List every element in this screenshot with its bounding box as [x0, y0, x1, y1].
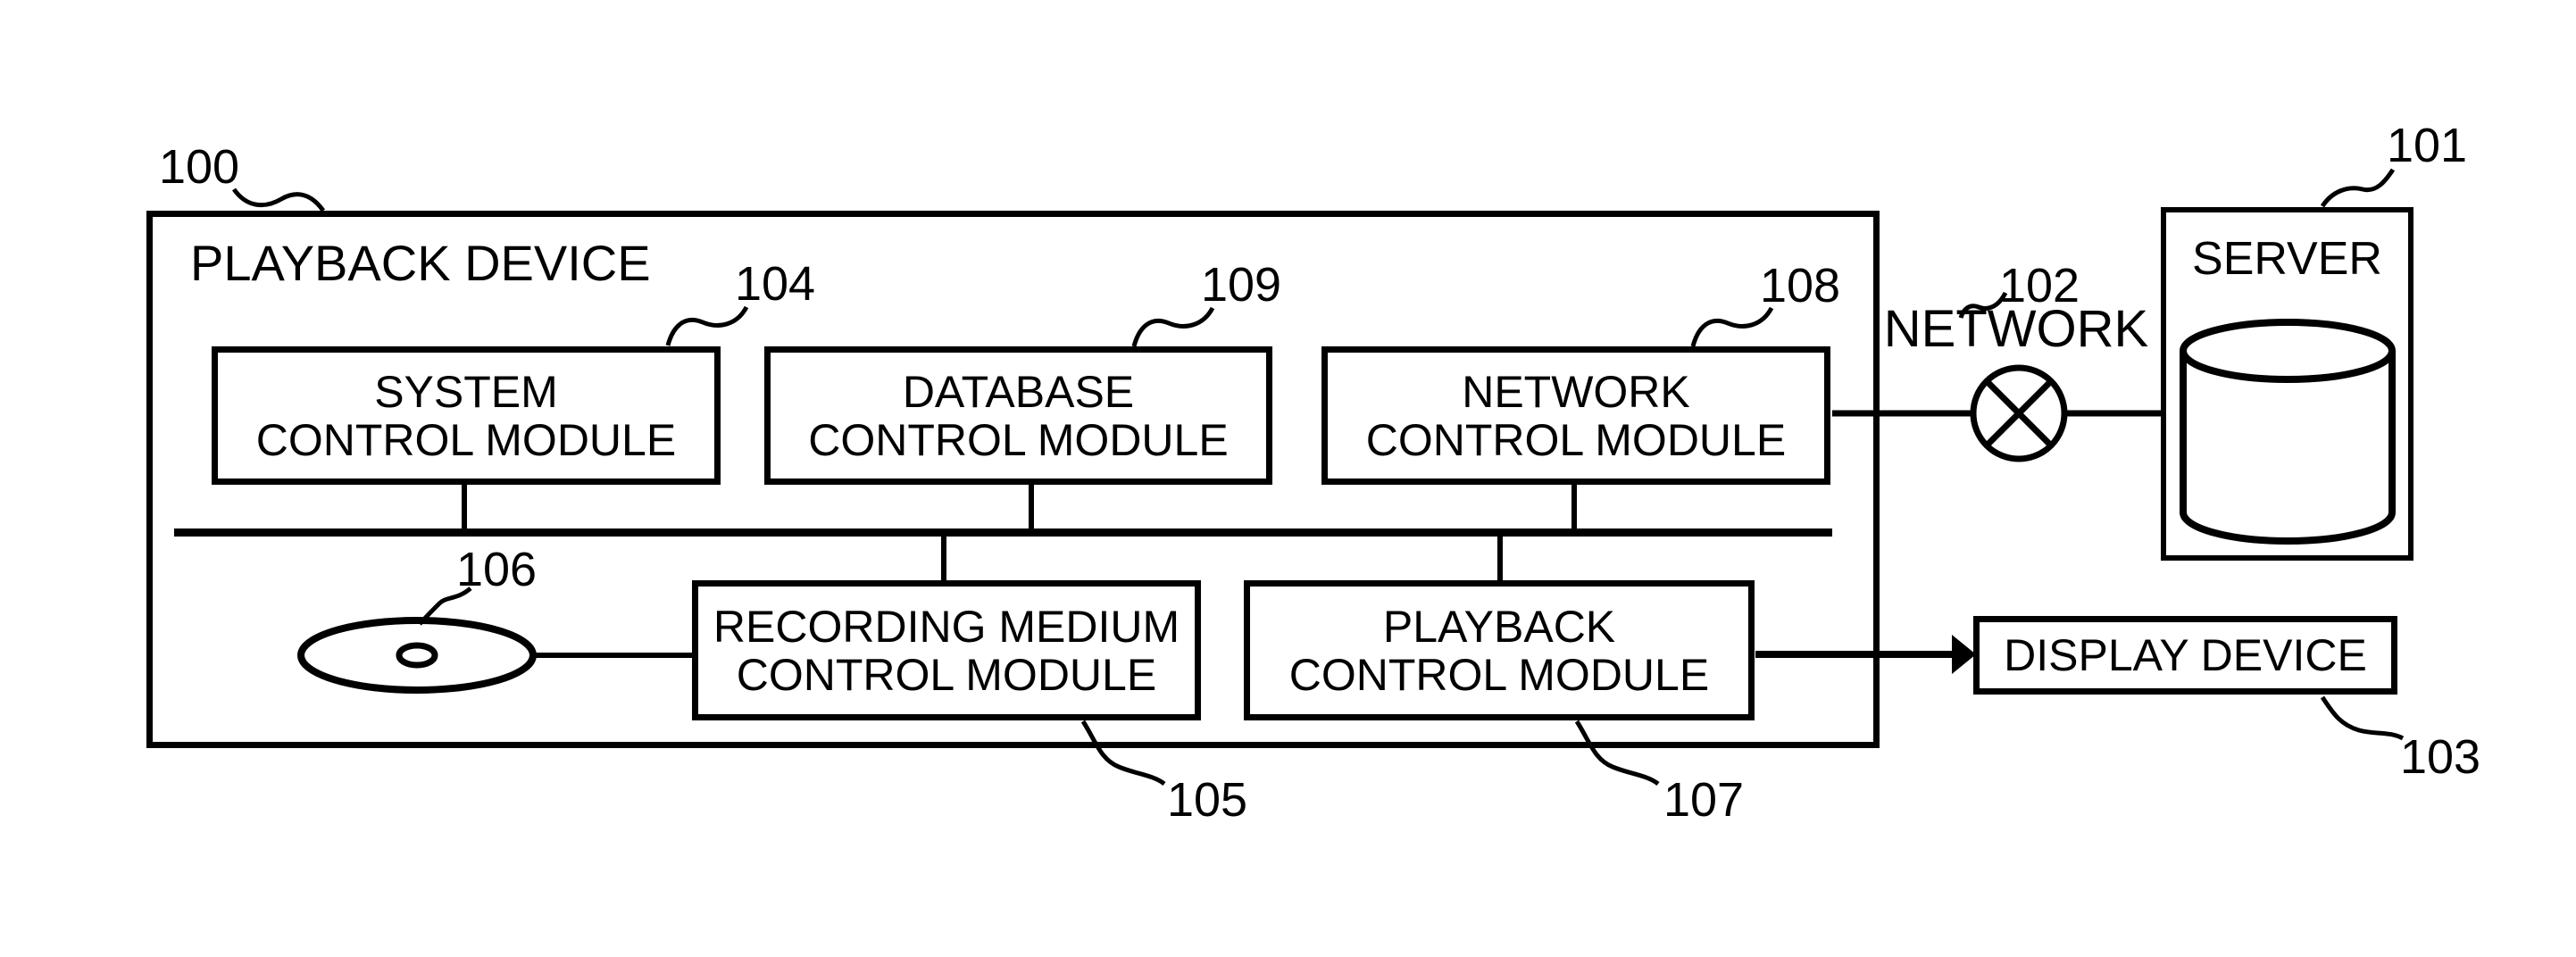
- ref-109-database-module: 109: [1200, 258, 1282, 312]
- database-control-module-box: DATABASE CONTROL MODULE: [764, 346, 1272, 485]
- playback-label-line2: CONTROL MODULE: [1288, 649, 1710, 700]
- circled-x-network-icon: [1970, 364, 2068, 462]
- playback-label-line1: PLAYBACK: [1382, 601, 1616, 652]
- database-label-line1: DATABASE: [902, 366, 1135, 417]
- system-label-line2: CONTROL MODULE: [255, 414, 677, 465]
- ref-104-system-module: 104: [734, 257, 816, 311]
- network-control-module-box: NETWORK CONTROL MODULE: [1321, 346, 1830, 485]
- recording-medium-control-module-box: RECORDING MEDIUM CONTROL MODULE: [692, 580, 1201, 720]
- display-device-box: DISPLAY DEVICE: [1973, 616, 2397, 695]
- playback-control-module-label: PLAYBACK CONTROL MODULE: [1250, 603, 1748, 699]
- recording-medium-control-module-label: RECORDING MEDIUM CONTROL MODULE: [698, 603, 1195, 699]
- display-device-label: DISPLAY DEVICE: [2004, 630, 2367, 680]
- ref-102-network: 102: [1998, 259, 2080, 312]
- network-label: NETWORK: [1883, 300, 2149, 358]
- ref-103-display-device: 103: [2399, 730, 2481, 784]
- recording-label-line1: RECORDING MEDIUM: [713, 601, 1180, 652]
- network-control-module-label: NETWORK CONTROL MODULE: [1328, 368, 1824, 464]
- server-box: SERVER: [2161, 207, 2413, 561]
- ref-105-recording-module: 105: [1166, 773, 1248, 827]
- playback-control-module-box: PLAYBACK CONTROL MODULE: [1244, 580, 1755, 720]
- playback-module-bus-connector: [1497, 533, 1503, 583]
- database-label-line2: CONTROL MODULE: [808, 414, 1229, 465]
- leader-line-103: [2320, 695, 2405, 741]
- network-label-line1: NETWORK: [1462, 366, 1690, 417]
- playback-device-title: PLAYBACK DEVICE: [190, 235, 651, 291]
- system-control-module-box: SYSTEM CONTROL MODULE: [212, 346, 721, 485]
- ref-107-playback-module: 107: [1663, 773, 1745, 827]
- system-module-bus-connector: [462, 485, 467, 533]
- recording-module-bus-connector: [941, 533, 946, 583]
- leader-line-101: [2320, 168, 2396, 208]
- database-module-bus-connector: [1029, 485, 1034, 533]
- arrow-head: [1952, 635, 1976, 674]
- ref-100-playback-device: 100: [158, 140, 240, 194]
- network-label-line2: CONTROL MODULE: [1365, 414, 1787, 465]
- recording-label-line2: CONTROL MODULE: [736, 649, 1157, 700]
- network-module-bus-connector: [1571, 485, 1577, 533]
- database-control-module-label: DATABASE CONTROL MODULE: [771, 368, 1266, 464]
- ref-106-disc: 106: [455, 543, 538, 596]
- server-label: SERVER: [2192, 233, 2382, 285]
- ref-108-network-module: 108: [1759, 259, 1841, 312]
- system-label-line1: SYSTEM: [374, 366, 558, 417]
- leader-line-100: [231, 187, 326, 212]
- internal-bus-line: [174, 528, 1832, 537]
- ref-101-server: 101: [2386, 119, 2468, 172]
- system-control-module-label: SYSTEM CONTROL MODULE: [218, 368, 714, 464]
